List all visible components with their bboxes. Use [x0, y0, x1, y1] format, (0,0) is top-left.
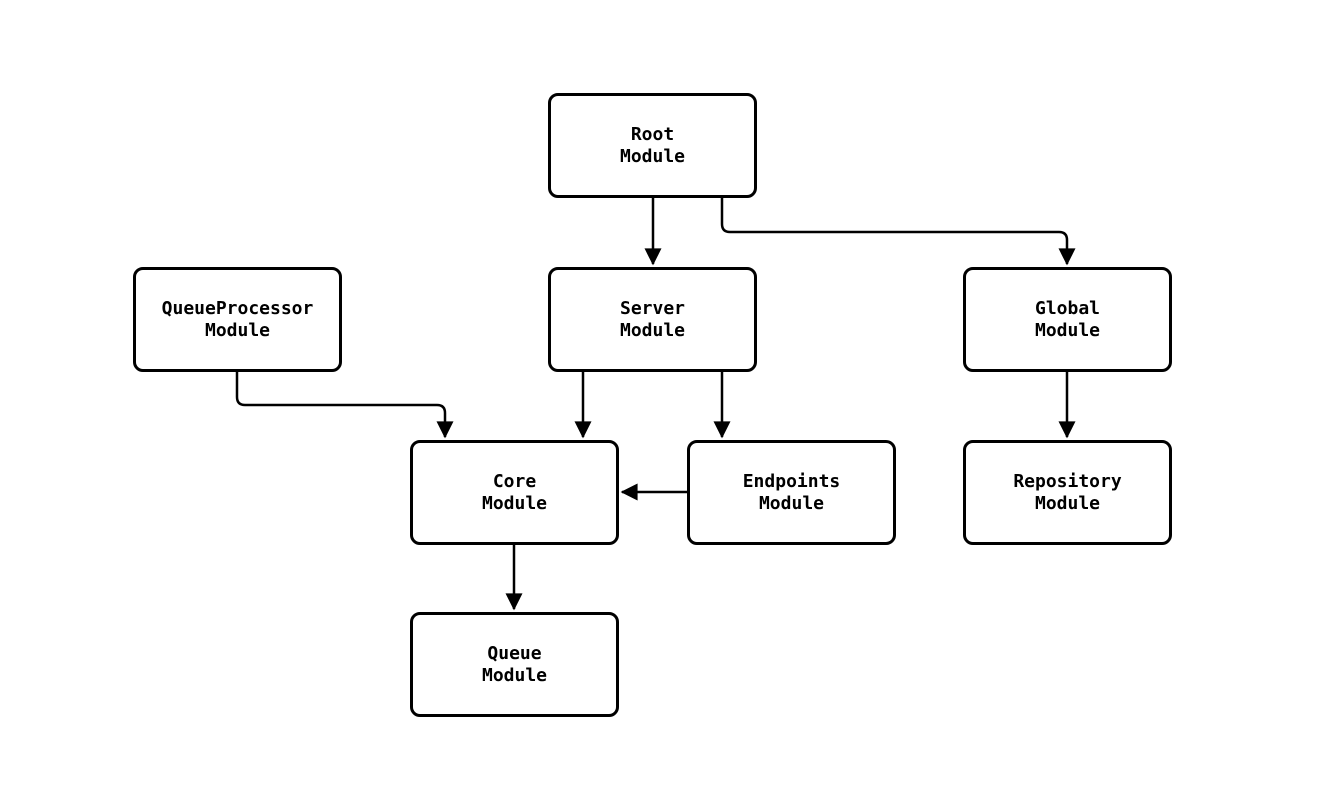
edge-queueprocessor-to-core	[235, 372, 454, 439]
node-core-module: Core Module	[410, 440, 619, 545]
node-global-module-label: Global Module	[1034, 297, 1101, 341]
node-server-module: Server Module	[548, 267, 757, 372]
node-queue-module: Queue Module	[410, 612, 619, 717]
node-core-module-label: Core Module	[481, 470, 548, 514]
node-queueprocessor-module-label: QueueProcessor Module	[161, 297, 314, 341]
node-endpoints-module-label: Endpoints Module	[742, 470, 841, 514]
node-root-module-label: Root Module	[619, 123, 686, 167]
node-server-module-label: Server Module	[619, 297, 686, 341]
node-endpoints-module: Endpoints Module	[687, 440, 896, 545]
edge-root-to-global	[720, 198, 1076, 266]
node-repository-module-label: Repository Module	[1013, 470, 1122, 514]
node-root-module: Root Module	[548, 93, 757, 198]
node-repository-module: Repository Module	[963, 440, 1172, 545]
node-queueprocessor-module: QueueProcessor Module	[133, 267, 342, 372]
node-queue-module-label: Queue Module	[481, 642, 548, 686]
node-global-module: Global Module	[963, 267, 1172, 372]
